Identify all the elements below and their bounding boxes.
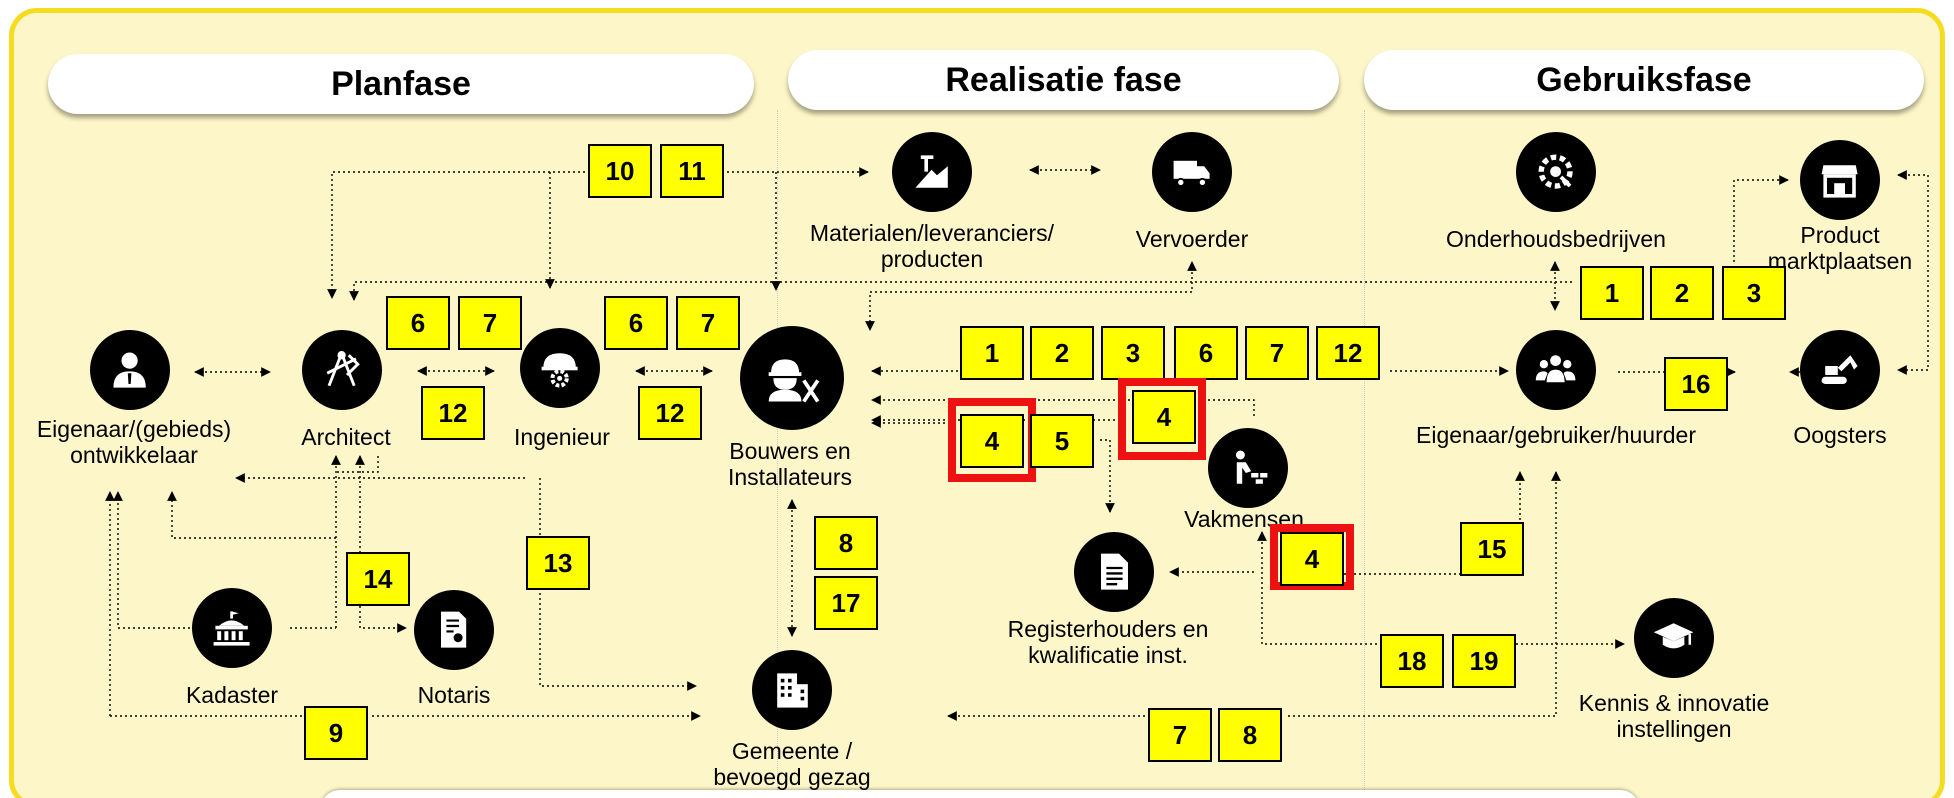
number-box: 8 — [1218, 708, 1282, 762]
label-onderhoudsbedrijven: Onderhoudsbedrijven — [1446, 226, 1666, 252]
number-box: 6 — [1174, 326, 1238, 380]
phase-header-realisatie: Realisatie fase — [788, 50, 1339, 110]
storefront-icon — [1800, 140, 1880, 220]
phase-divider — [777, 110, 778, 790]
bottom-phase-bar — [320, 790, 1640, 798]
number-box: 15 — [1460, 522, 1524, 576]
number-box: 12 — [638, 386, 702, 440]
number-box: 4 — [960, 414, 1024, 468]
label-architect: Architect — [301, 424, 391, 450]
number-box: 10 — [588, 144, 652, 198]
label-vervoerder: Vervoerder — [1135, 226, 1249, 252]
phase-header-gebruiksfase: Gebruiksfase — [1364, 50, 1924, 110]
number-box: 17 — [814, 576, 878, 630]
number-box: 9 — [304, 706, 368, 760]
person-icon — [90, 330, 170, 410]
label-gemeente: Gemeente / bevoegd gezag — [713, 738, 871, 790]
label-registerhouders: Registerhouders en kwalificatie inst. — [1007, 616, 1209, 668]
phase-header-planfase: Planfase — [48, 54, 754, 114]
number-box: 12 — [421, 386, 485, 440]
number-box: 1 — [960, 326, 1024, 380]
phase-divider — [1364, 110, 1365, 790]
label-bouwers: Bouwers en Installateurs — [727, 438, 853, 490]
number-box: 2 — [1650, 266, 1714, 320]
number-box: 19 — [1452, 634, 1516, 688]
number-box: 4 — [1132, 390, 1196, 444]
truck-icon — [1152, 132, 1232, 212]
government-building-icon — [192, 588, 272, 668]
highlight-frame — [1270, 524, 1354, 590]
graduation-cap-icon — [1634, 598, 1714, 678]
number-box: 11 — [660, 144, 724, 198]
number-box: 7 — [1148, 708, 1212, 762]
number-box: 8 — [814, 516, 878, 570]
certificate-icon — [414, 590, 494, 670]
number-box: 12 — [1316, 326, 1380, 380]
label-materialen: Materialen/leveranciers/ producten — [809, 220, 1055, 272]
highlight-frame — [1118, 378, 1206, 460]
number-box: 2 — [1030, 326, 1094, 380]
number-box: 18 — [1380, 634, 1444, 688]
number-box: 13 — [526, 536, 590, 590]
label-kennis: Kennis & innovatie instellingen — [1578, 690, 1770, 742]
number-box: 1 — [1580, 266, 1644, 320]
drafting-compass-icon — [302, 330, 382, 410]
number-box: 6 — [604, 296, 668, 350]
excavator-icon — [1800, 330, 1880, 410]
number-box: 4 — [1280, 532, 1344, 586]
bricklayer-icon — [1208, 428, 1288, 508]
label-oogsters: Oogsters — [1793, 422, 1887, 448]
number-box: 5 — [1030, 414, 1094, 468]
number-box: 16 — [1664, 357, 1728, 411]
label-ingenieur: Ingenieur — [514, 424, 610, 450]
number-box: 7 — [676, 296, 740, 350]
number-box: 3 — [1722, 266, 1786, 320]
number-box: 7 — [458, 296, 522, 350]
label-notaris: Notaris — [417, 682, 491, 708]
builder-tools-icon — [740, 326, 844, 430]
number-box: 6 — [386, 296, 450, 350]
number-box: 7 — [1245, 326, 1309, 380]
document-icon — [1074, 532, 1154, 612]
number-box: 3 — [1101, 326, 1165, 380]
hardhat-gear-icon — [520, 328, 600, 408]
label-eigenaar-ontwikkelaar: Eigenaar/(gebieds) ontwikkelaar — [36, 416, 232, 468]
label-eigenaar-gebruiker: Eigenaar/gebruiker/huurder — [1415, 422, 1697, 448]
group-icon — [1516, 330, 1596, 410]
label-marktplaatsen: Product marktplaatsen — [1767, 222, 1913, 274]
gear-wrench-icon — [1516, 132, 1596, 212]
label-kadaster: Kadaster — [185, 682, 279, 708]
mining-hammer-icon — [892, 132, 972, 212]
office-building-icon — [752, 650, 832, 730]
number-box: 14 — [346, 552, 410, 606]
